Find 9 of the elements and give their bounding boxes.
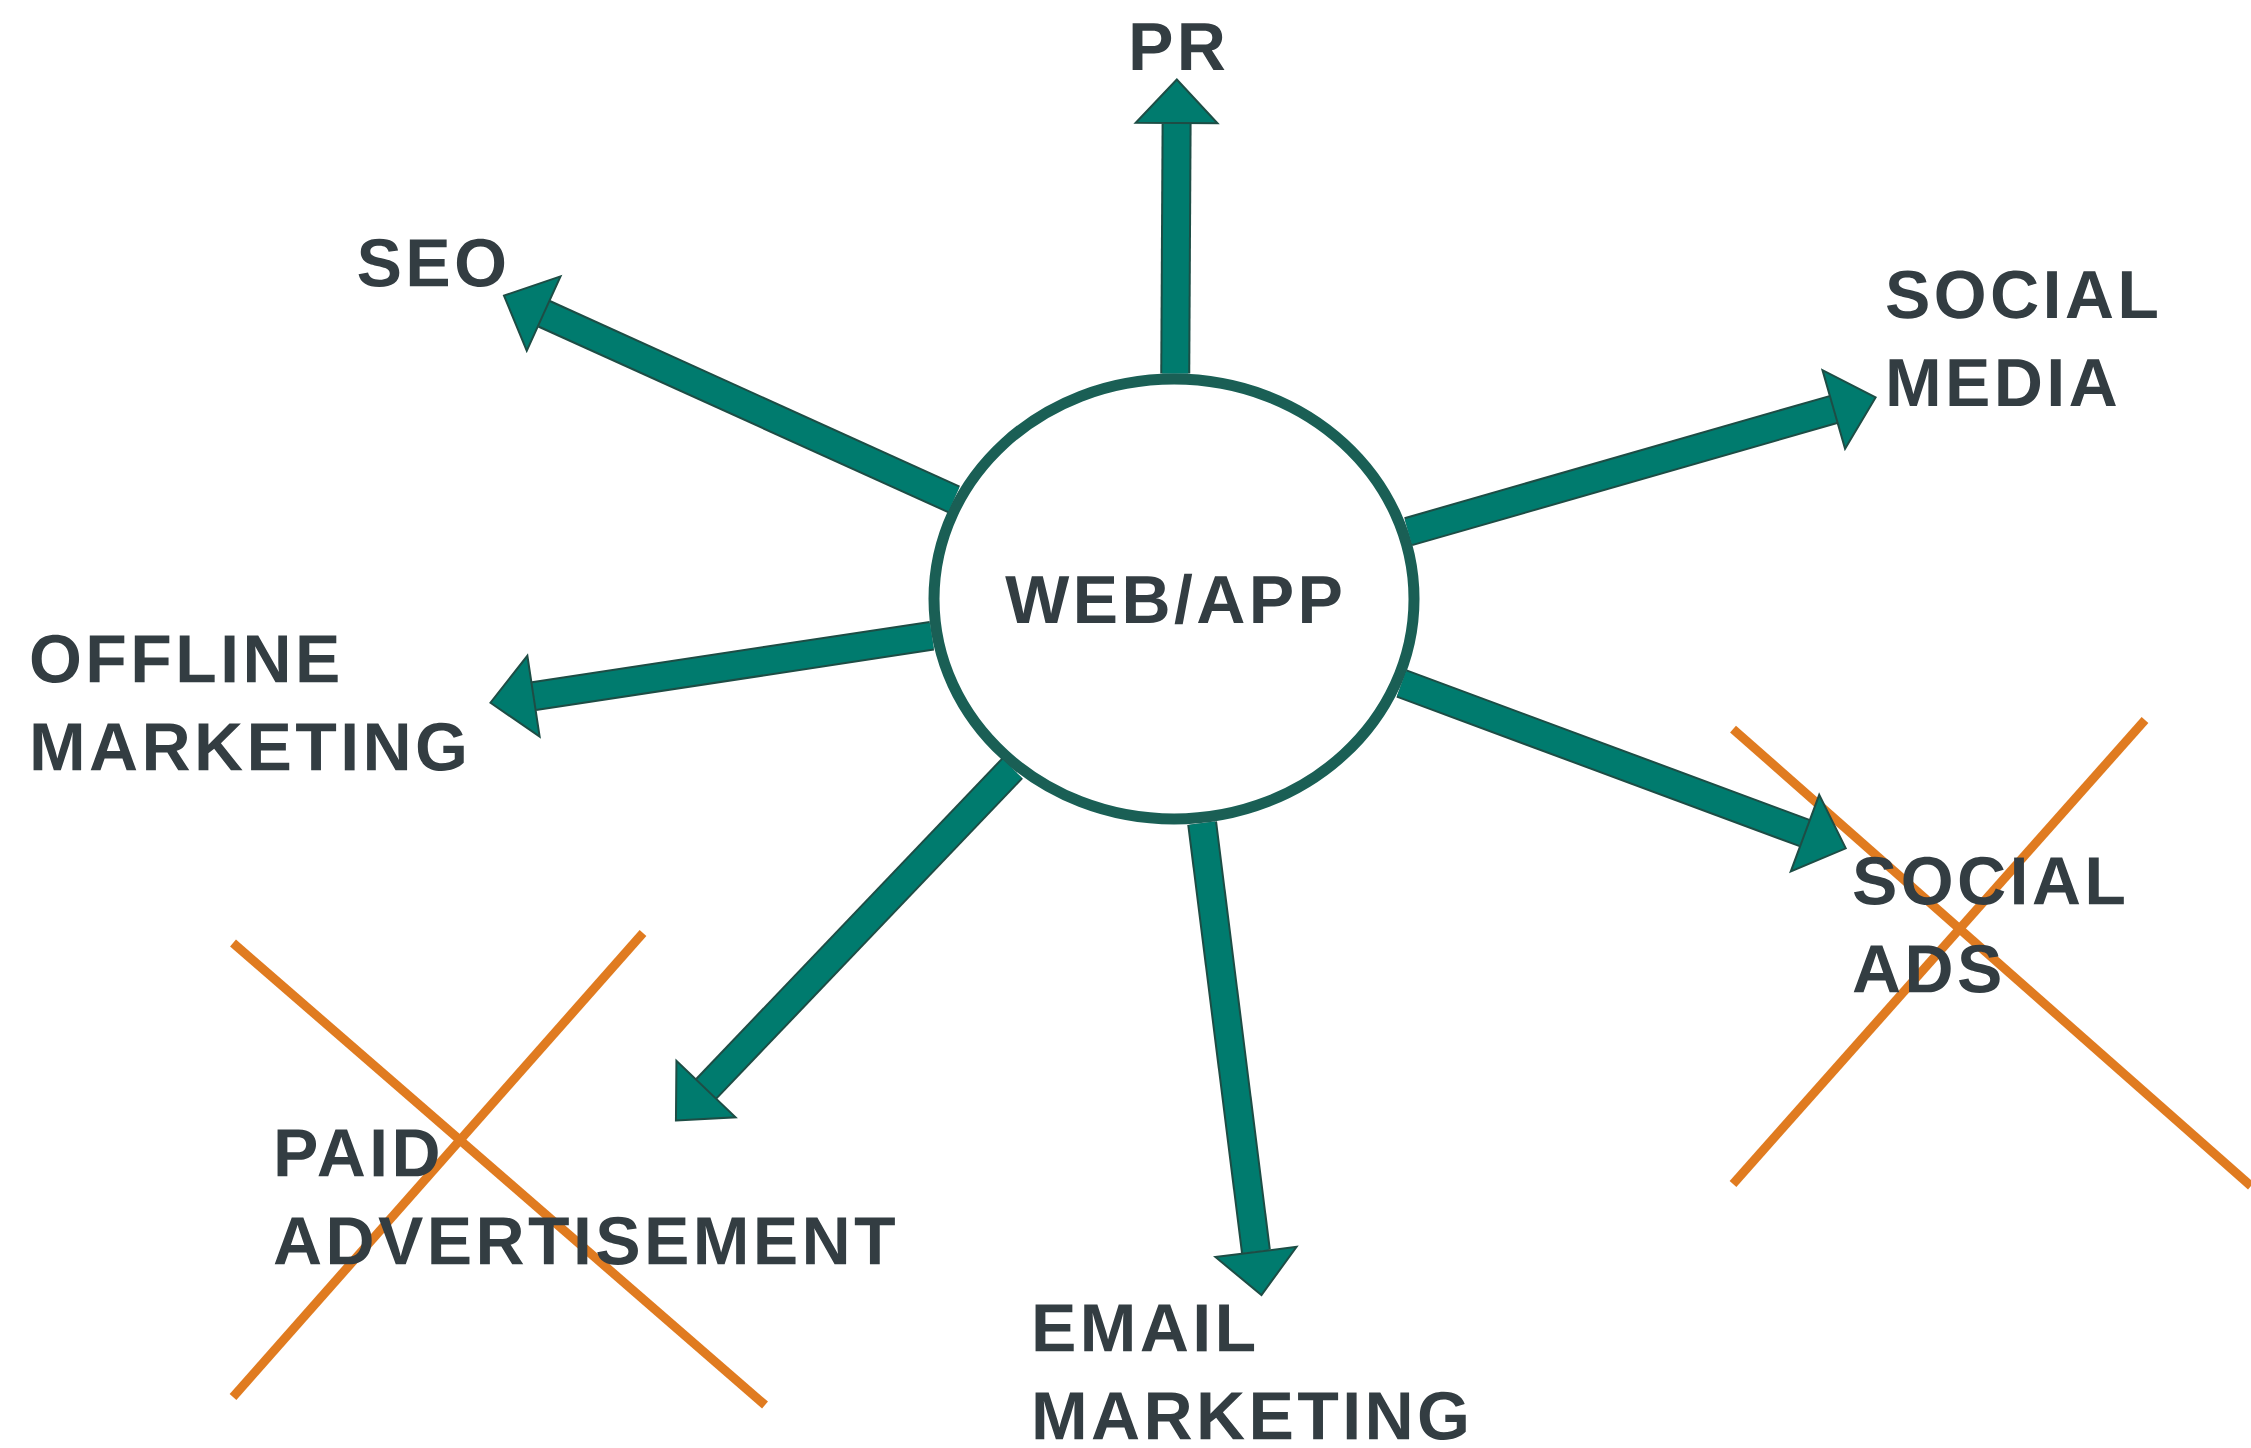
block-arrow — [674, 758, 1023, 1122]
channel-label: EMAIL MARKETING — [1035, 1304, 1466, 1440]
channel-label: OFFLINE MARKETING — [31, 634, 464, 771]
block-arrow — [1187, 821, 1299, 1297]
channel-label: SEO — [358, 238, 505, 287]
channel-label: SOCIAL MEDIA — [1887, 270, 2157, 406]
channel-label: PR — [1132, 23, 1225, 70]
block-arrow — [1404, 368, 1877, 547]
block-arrow — [489, 620, 935, 739]
